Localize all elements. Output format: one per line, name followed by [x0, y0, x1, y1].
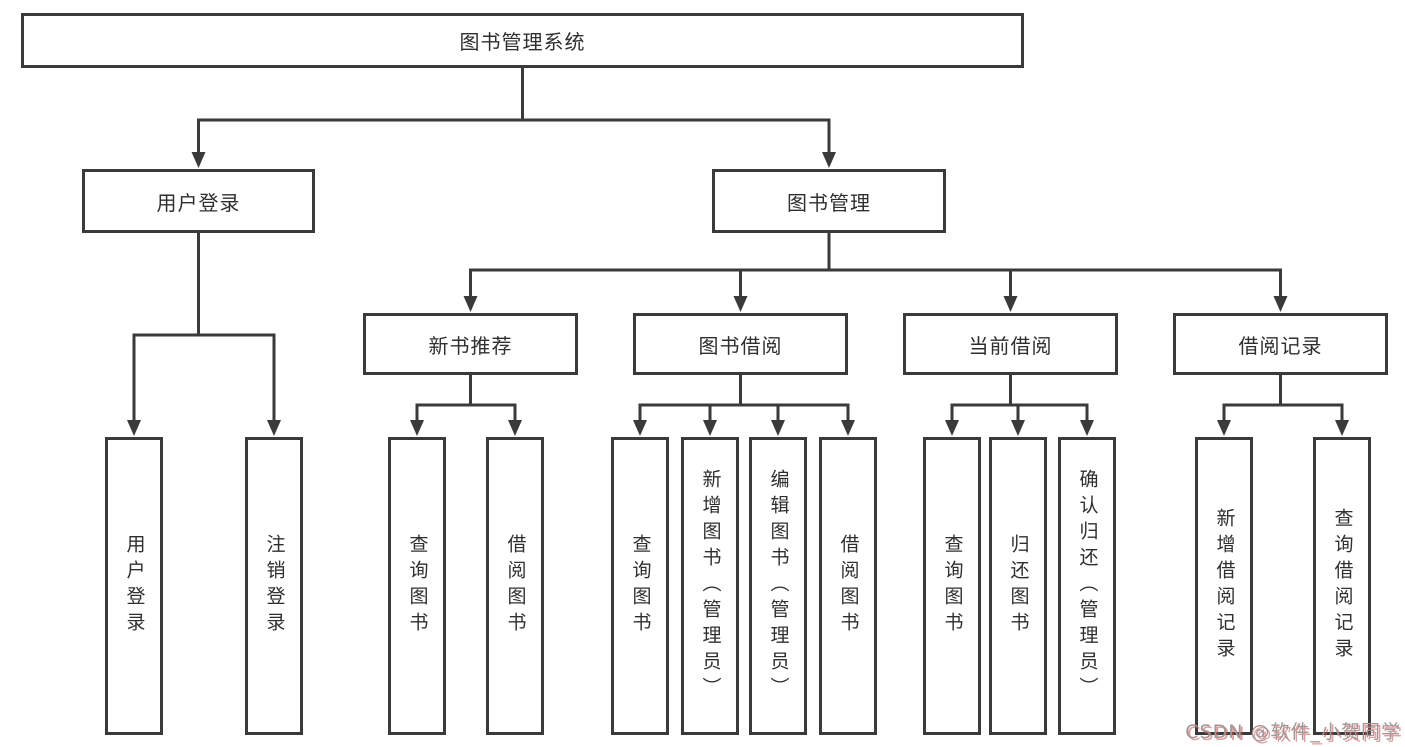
leaf-user-login: 用户登录: [105, 437, 163, 735]
node-new-book-recommend: 新书推荐: [363, 313, 578, 375]
node-current-borrowing: 当前借阅: [903, 313, 1118, 375]
leaf-borrow-books: 借阅图书: [819, 437, 877, 735]
node-user-login: 用户登录: [82, 169, 315, 233]
node-root: 图书管理系统: [21, 13, 1024, 68]
leaf-borrow-books-recommend: 借阅图书: [486, 437, 544, 735]
node-book-management: 图书管理: [712, 169, 946, 233]
leaf-return-books: 归还图书: [989, 437, 1047, 735]
node-book-borrowing: 图书借阅: [633, 313, 848, 375]
leaf-query-books-current: 查询图书: [923, 437, 981, 735]
node-borrowing-records: 借阅记录: [1173, 313, 1388, 375]
leaf-query-borrow-record: 查询借阅记录: [1313, 437, 1371, 735]
leaf-query-books-borrow: 查询图书: [611, 437, 669, 735]
leaf-logout: 注销登录: [245, 437, 303, 735]
leaf-query-books-recommend: 查询图书: [388, 437, 446, 735]
leaf-add-borrow-record: 新增借阅记录: [1195, 437, 1253, 735]
csdn-watermark: CSDN @软件_小贺同学: [1185, 721, 1401, 743]
leaf-confirm-return-admin: 确认归还（管理员）: [1058, 437, 1116, 735]
leaf-edit-books-admin: 编辑图书（管理员）: [749, 437, 807, 735]
leaf-add-books-admin: 新增图书（管理员）: [681, 437, 739, 735]
